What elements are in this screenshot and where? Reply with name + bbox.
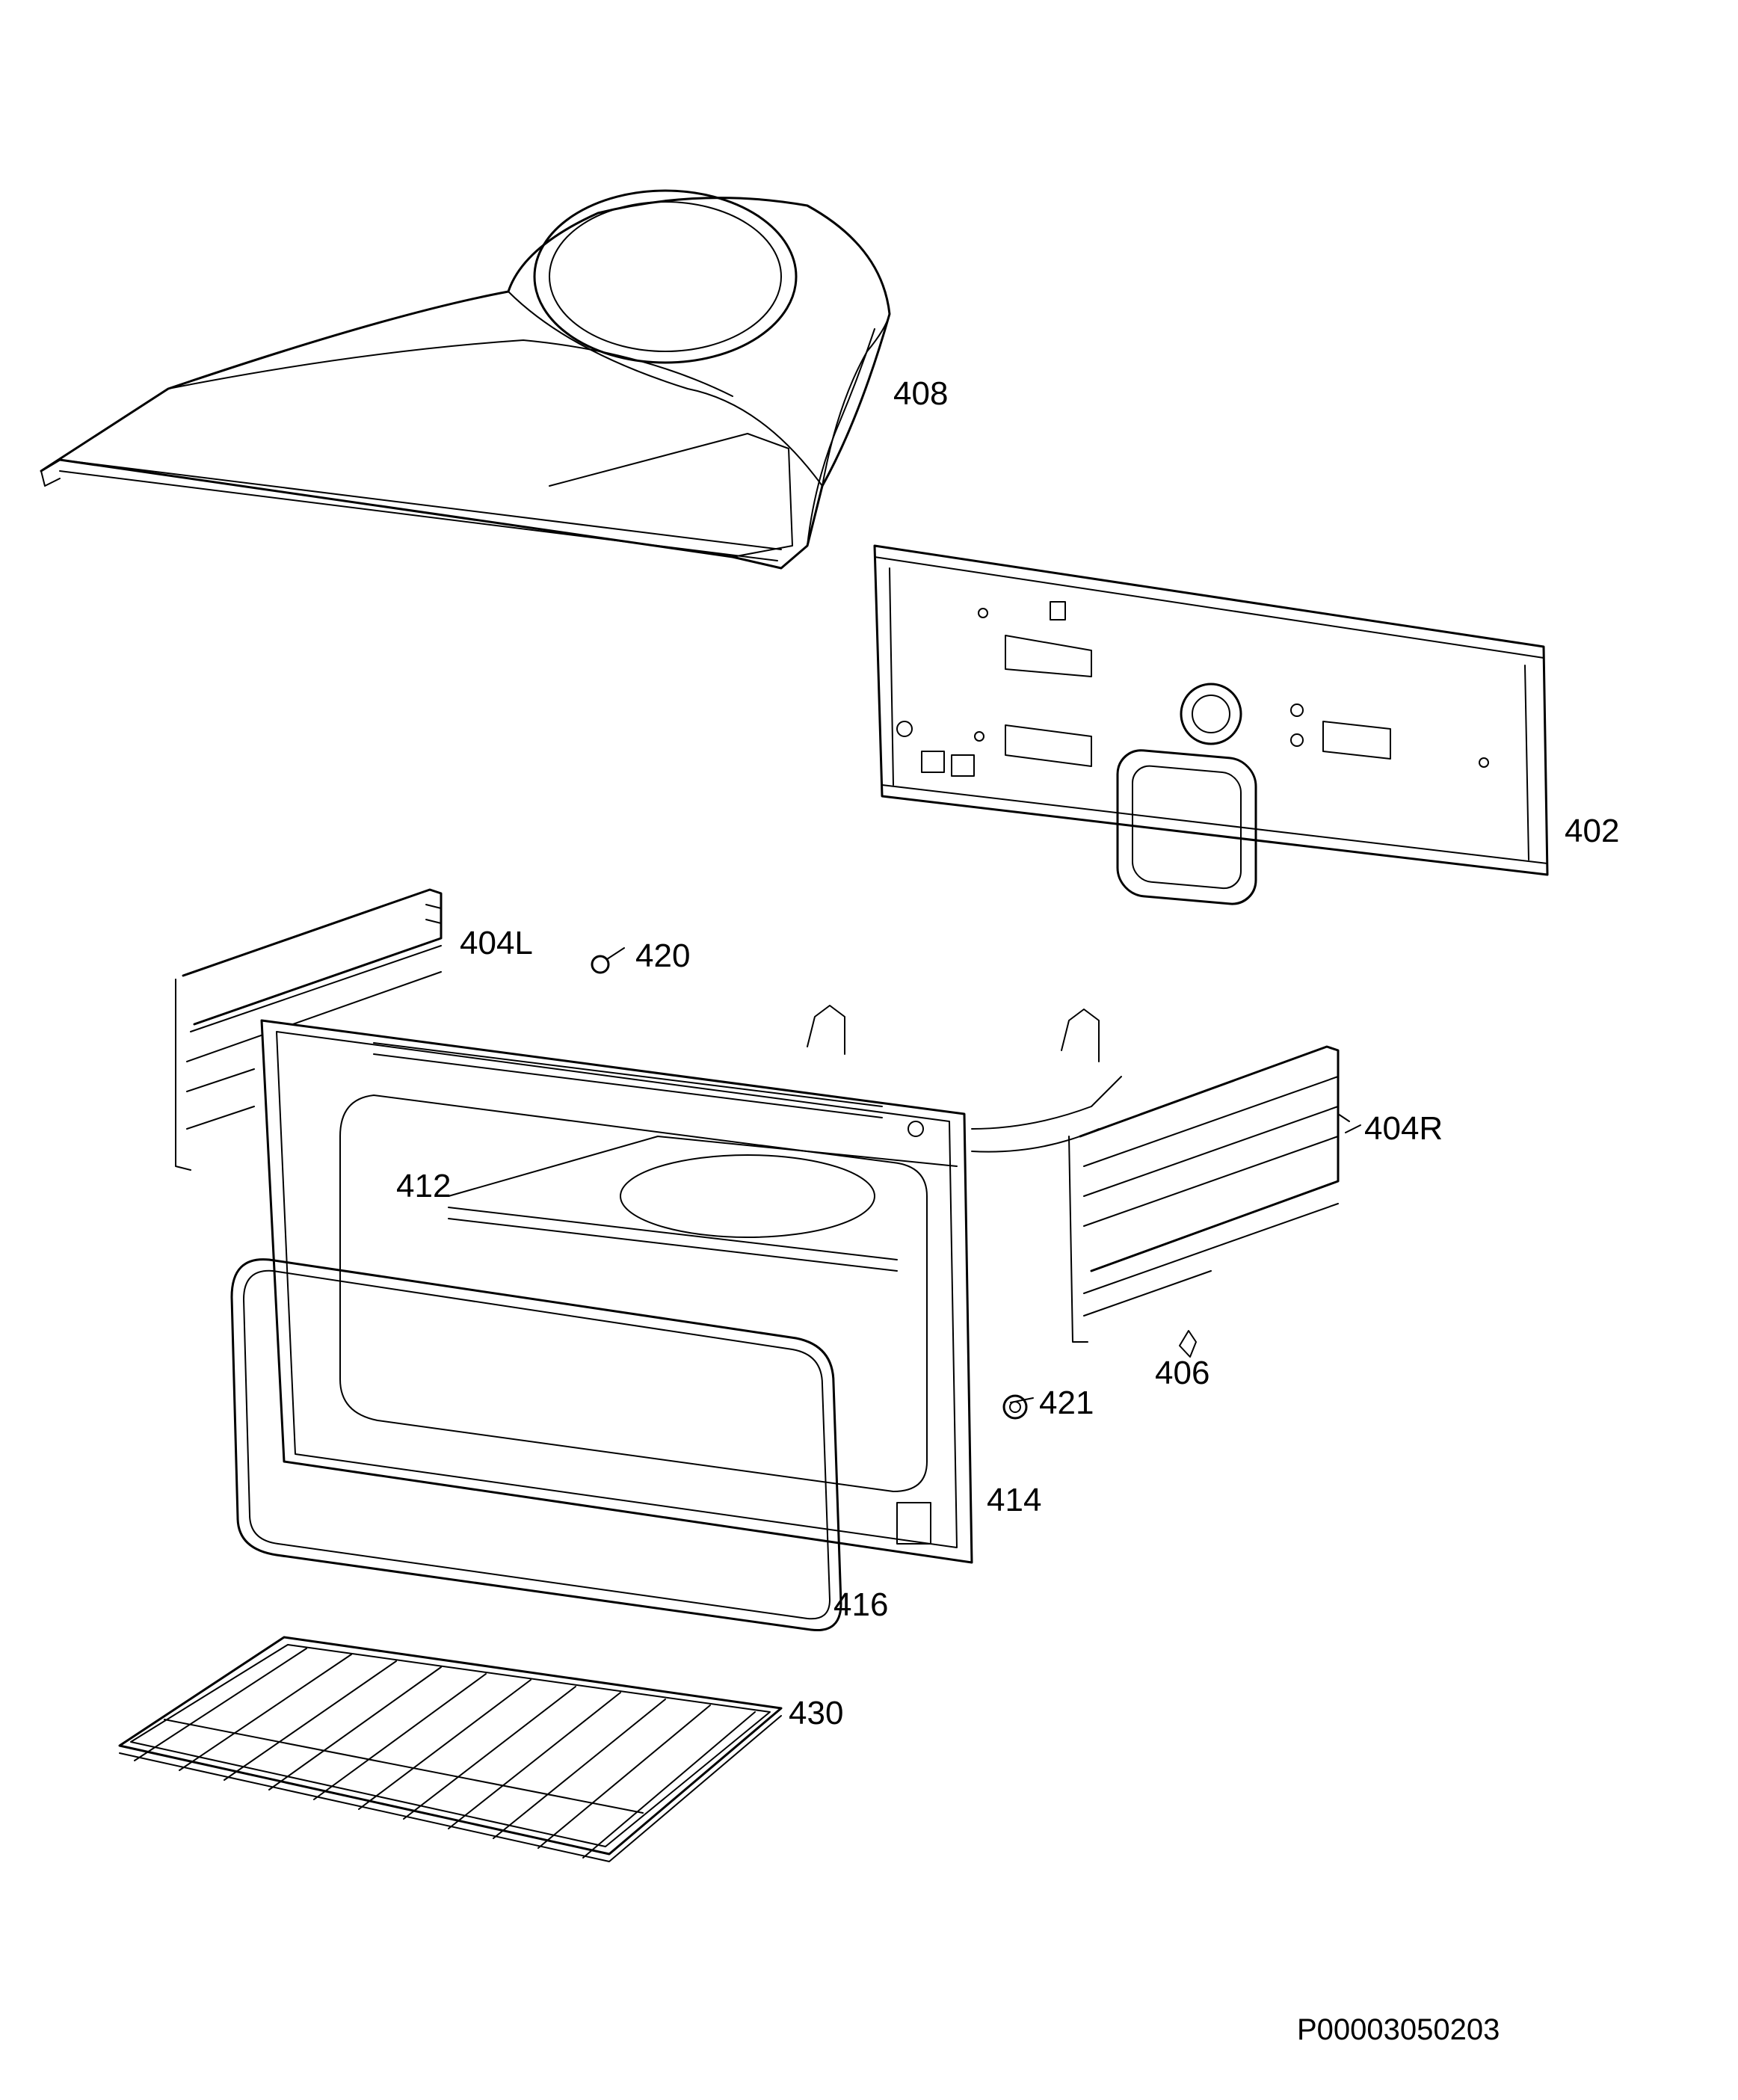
document-number: P00003050203 [1297,2013,1500,2046]
part-430-wire-shelf [118,1636,783,1862]
callout-414: 414 [987,1482,1042,1518]
callout-420: 420 [635,937,691,974]
part-408-fan-cover [40,189,891,570]
callout-408: 408 [893,375,949,412]
leader-lines [1010,1124,1361,1403]
part-420-screw [591,947,625,974]
part-421-nut [1002,1394,1028,1420]
part-406-clip [1179,1330,1197,1358]
callout-421: 421 [1039,1385,1094,1421]
callout-406: 406 [1155,1355,1210,1391]
part-404l-left-runner [175,888,443,1171]
part-416-gasket [230,1258,842,1632]
callout-416: 416 [833,1586,889,1623]
part-402-back-panel [873,544,1549,905]
callout-404l: 404L [460,925,533,961]
callout-404r: 404R [1364,1110,1443,1147]
callout-430: 430 [789,1695,844,1731]
callout-402: 402 [1565,813,1620,849]
part-414-front-frame [260,1019,973,1564]
callout-412: 412 [396,1168,452,1204]
part-404r-right-runner [1068,1045,1350,1343]
